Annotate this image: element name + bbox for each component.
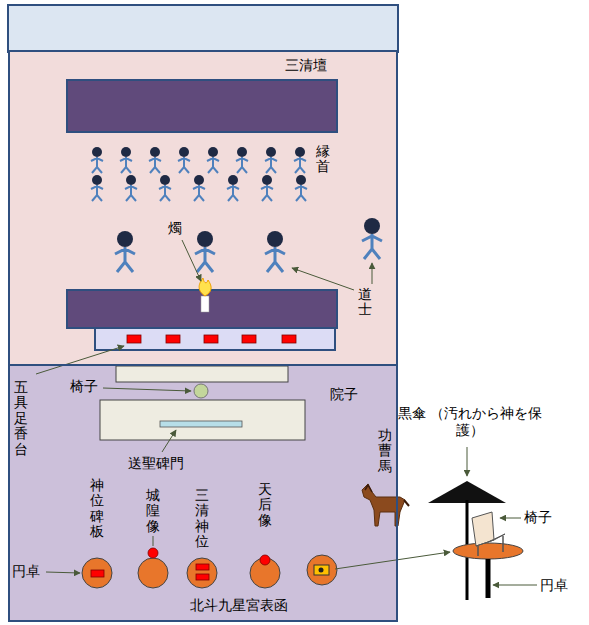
box-label: 北斗九星宮表函 — [190, 597, 288, 614]
statue-label: 天后像 — [258, 482, 272, 528]
umbrella-label: 黒傘 （汚れから神を保護） — [390, 405, 550, 439]
candle-label: 燭 — [168, 220, 182, 237]
chair-label: 椅子 — [524, 509, 552, 526]
region-heading: 三清壇 — [285, 57, 327, 74]
chair-label: 椅子 — [70, 378, 98, 395]
incense-stand-label: 五具足香台 — [14, 380, 28, 457]
gate-label: 送聖碑門 — [128, 455, 184, 472]
priest-label: 道士 — [358, 287, 372, 318]
tablet-label: 三清神位 — [195, 488, 209, 550]
table-label: 円卓 — [540, 577, 568, 594]
horse-label: 功曹馬 — [378, 428, 392, 474]
tablet-label: 神位碑板 — [90, 478, 104, 540]
region-heading: 院子 — [330, 386, 358, 403]
table-label: 円卓 — [12, 563, 40, 580]
leader-label: 縁首 — [316, 144, 330, 175]
altar-area: 三清壇 — [8, 50, 398, 366]
statue-label: 城隍像 — [146, 488, 160, 534]
